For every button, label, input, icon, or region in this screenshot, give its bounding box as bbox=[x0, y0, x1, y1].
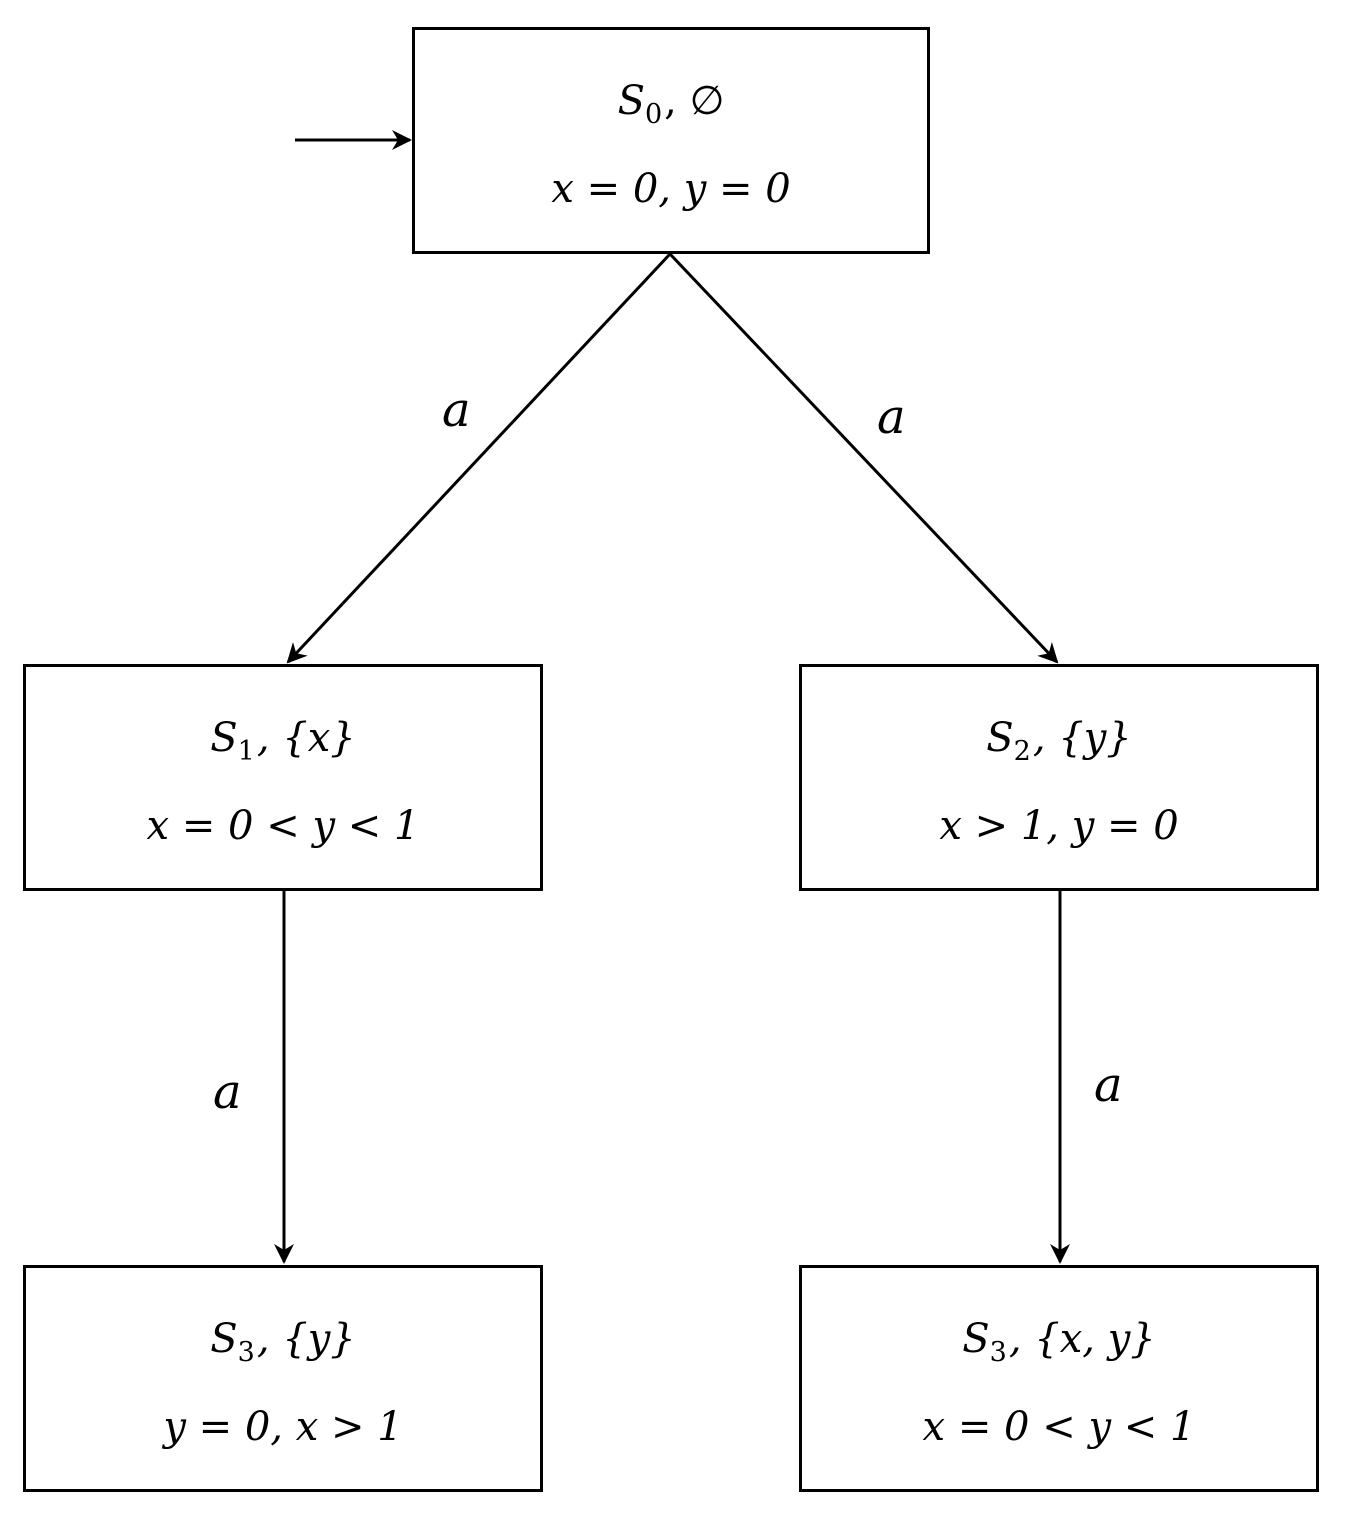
state-s2-constraint: x > 1, y = 0 bbox=[939, 803, 1179, 849]
state-s3-left: S3, {y} y = 0, x > 1 bbox=[23, 1265, 543, 1492]
state-s2: S2, {y} x > 1, y = 0 bbox=[799, 664, 1319, 891]
edge-label-s2-s3b: a bbox=[1094, 1057, 1123, 1113]
state-s3-left-name: S3, {y} bbox=[210, 1316, 356, 1368]
state-s0-constraint: x = 0, y = 0 bbox=[551, 166, 791, 212]
state-s1-constraint: x = 0 < y < 1 bbox=[146, 803, 420, 849]
state-s3-right-name: S3, {x, y} bbox=[962, 1316, 1156, 1368]
edge-label-s0-s1: a bbox=[442, 382, 471, 438]
edge-s0-s2 bbox=[668, 252, 1059, 664]
state-s3-right-constraint: x = 0 < y < 1 bbox=[922, 1404, 1196, 1450]
state-s1: S1, {x} x = 0 < y < 1 bbox=[23, 664, 543, 891]
state-s3-right: S3, {x, y} x = 0 < y < 1 bbox=[799, 1265, 1319, 1492]
state-s3-left-constraint: y = 0, x > 1 bbox=[163, 1404, 403, 1450]
state-s0: S0, ∅ x = 0, y = 0 bbox=[412, 27, 930, 254]
state-s0-name: S0, ∅ bbox=[617, 78, 725, 130]
edge-s0-s1 bbox=[286, 252, 672, 664]
edge-label-s0-s2: a bbox=[877, 389, 906, 445]
state-s2-name: S2, {y} bbox=[986, 715, 1132, 767]
edge-label-s1-s3a: a bbox=[213, 1064, 242, 1120]
state-s1-name: S1, {x} bbox=[210, 715, 356, 767]
